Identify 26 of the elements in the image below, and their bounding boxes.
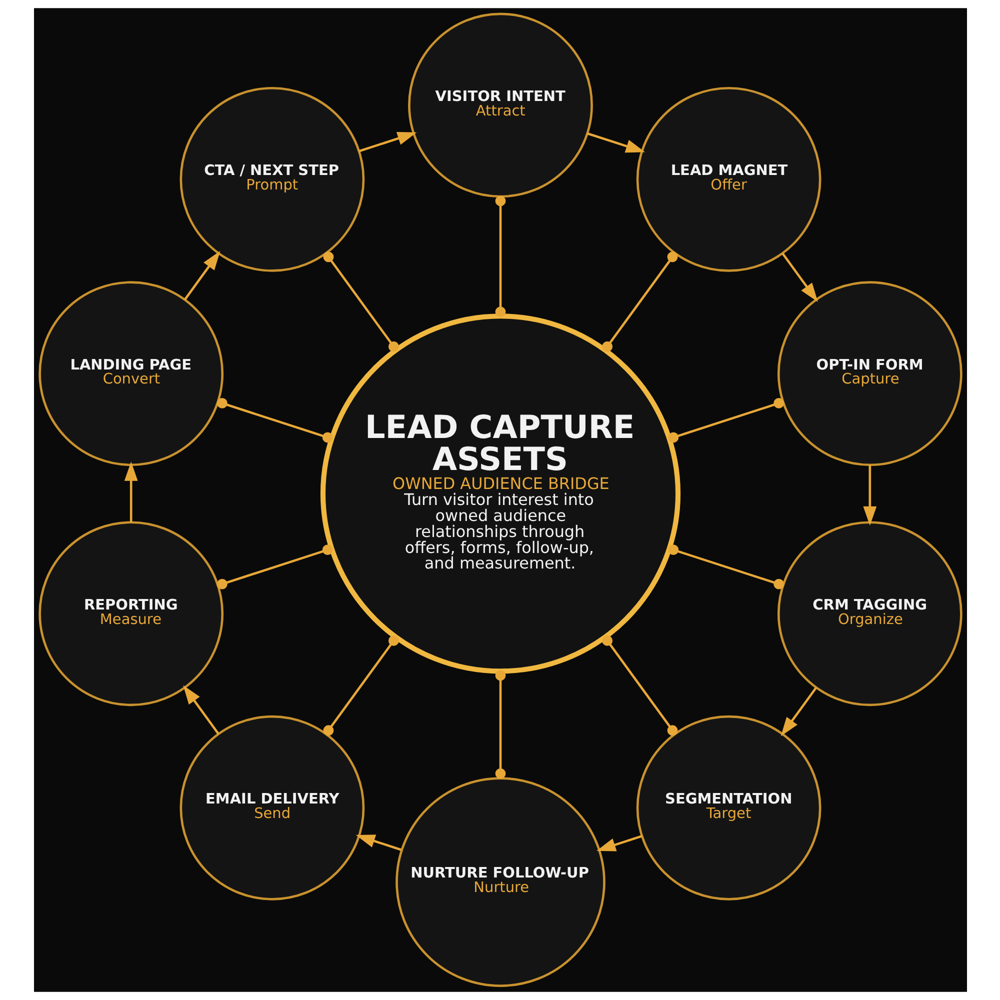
- arrow: [183, 250, 220, 300]
- node-circle: VISITOR INTENT Attract: [408, 12, 592, 198]
- node-circle: LANDING PAGE Convert: [38, 281, 224, 466]
- connector: [322, 252, 398, 352]
- connector: [668, 398, 784, 443]
- connector: [216, 544, 332, 590]
- connector: [602, 635, 678, 736]
- connector: [668, 544, 784, 590]
- connector: [322, 635, 398, 736]
- arrow: [355, 834, 401, 851]
- connector: [494, 670, 506, 779]
- arrow: [124, 462, 138, 522]
- arrow: [781, 252, 818, 302]
- connector: [602, 252, 678, 352]
- node-circle: LEAD MAGNET Offer: [636, 86, 821, 272]
- node-circle: CRM TAGGING Organize: [776, 521, 962, 706]
- arrow: [862, 465, 876, 526]
- arrow: [182, 685, 219, 735]
- node-circle: EMAIL DELIVERY Send: [179, 715, 364, 900]
- connector: [216, 398, 332, 443]
- connector: [494, 196, 506, 318]
- arrow: [586, 132, 645, 153]
- node-circle: NURTURE FOLLOW-UP Nurture: [395, 777, 605, 987]
- arrow: [780, 686, 817, 736]
- arrow: [358, 132, 416, 152]
- arrow: [596, 835, 642, 852]
